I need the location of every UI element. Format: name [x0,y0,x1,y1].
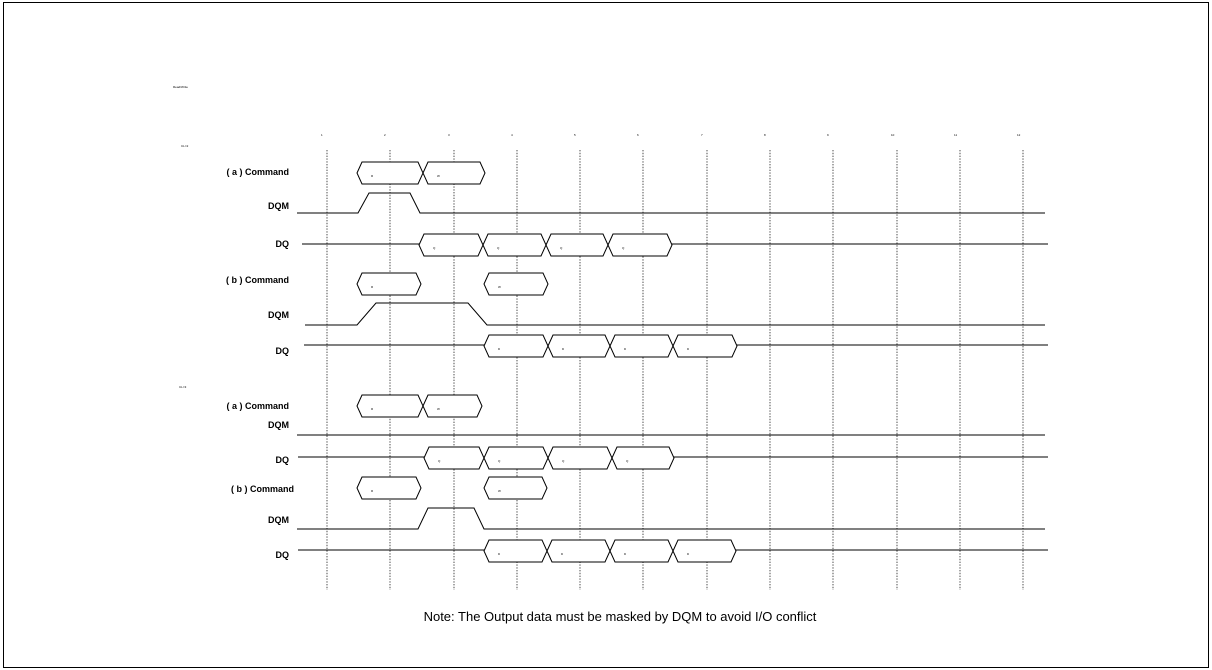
box-code-label: D [624,347,627,351]
box-code-label: Q [433,246,436,250]
bus-value-boxes: R W Q Q Q Q R W D D D D R W Q Q Q Q R W D D D D [356,161,738,563]
data-box [547,446,613,470]
clock-tick-label: 4 [511,133,513,137]
data-box [672,334,738,358]
label-dq-1: DQ [276,239,290,249]
diagram-frame [3,2,1209,668]
data-box [672,539,737,563]
box-code-label: W [437,407,440,411]
data-box [483,334,549,358]
box-code-label: Q [626,459,629,463]
label-command-b-2: ( b ) Command [231,484,294,494]
diagram-tiny-title: Read/Write [173,85,188,89]
data-box [546,539,611,563]
box-code-label: W [437,174,440,178]
clock-tick-label: 7 [701,133,703,137]
data-box [482,233,547,257]
data-box [607,233,673,257]
section-label-1: CL=2 [181,144,189,148]
command-box [422,394,483,418]
box-code-label: D [687,347,690,351]
box-code-label: D [562,347,565,351]
data-box [423,446,485,470]
label-command-a-2: ( a ) Command [226,401,289,411]
label-dq-4: DQ [276,550,290,560]
clock-tick-label: 2 [384,133,386,137]
clock-tick-label: 10 [891,133,895,137]
command-box [483,272,549,296]
box-code-label: Q [562,459,565,463]
label-dqm-4: DQM [268,515,289,525]
box-code-label: W [498,285,501,289]
box-code-label: D [561,552,564,556]
box-code-label: D [624,552,627,556]
dqm-waveform-2 [305,302,1045,326]
box-code-label: Q [498,459,501,463]
clock-tick-label: 11 [954,133,957,137]
command-box [356,476,422,500]
clock-tick-label: 8 [764,133,766,137]
label-dq-2: DQ [276,346,290,356]
box-code-label: Q [438,459,441,463]
data-box [483,539,548,563]
command-box [356,161,424,185]
command-box [422,161,486,185]
box-code-label: Q [560,246,563,250]
clock-tick-label: 5 [574,133,576,137]
data-box [418,233,484,257]
command-box [356,394,424,418]
clock-tick-label: 12 [1017,133,1021,137]
footnote-text: Note: The Output data must be masked by … [424,609,817,624]
command-box [483,476,548,500]
clock-tick-label: 1 [321,133,323,137]
box-code-label: R [371,174,374,178]
section-label-2: CL=3 [179,385,187,389]
box-code-label: D [498,552,501,556]
box-code-label: Q [497,246,500,250]
label-dqm-1: DQM [268,201,289,211]
command-box [356,272,422,296]
label-command-a-1: ( a ) Command [226,167,289,177]
box-code-label: Q [622,246,625,250]
clock-tick-label: 9 [827,133,829,137]
clock-guide-lines [326,150,1024,590]
clock-tick-label: 6 [637,133,639,137]
data-box [609,539,674,563]
label-dqm-3: DQM [268,420,289,430]
label-command-b-1: ( b ) Command [226,275,289,285]
clock-tick-label: 3 [448,133,450,137]
data-box [483,446,549,470]
data-box [609,334,674,358]
data-box [547,334,611,358]
label-dq-3: DQ [276,455,290,465]
box-code-label: R [371,407,374,411]
data-box [611,446,675,470]
box-code-label: R [371,285,374,289]
box-code-label: D [498,347,501,351]
box-code-label: R [371,489,374,493]
label-dqm-2: DQM [268,310,289,320]
dqm-waveform-1 [297,192,1045,214]
dqm-waveform-4 [297,507,1045,530]
box-code-label: D [687,552,690,556]
box-code-label: W [498,489,501,493]
data-box [545,233,609,257]
